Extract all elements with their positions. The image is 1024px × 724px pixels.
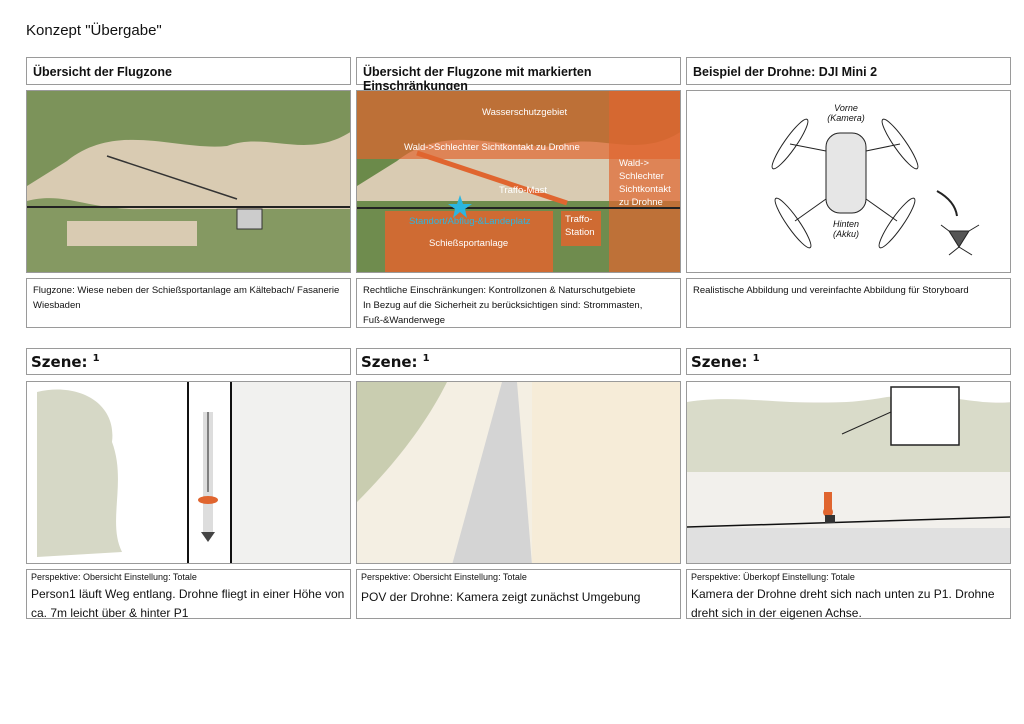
caption-line: In Bezug auf die Sicherheit zu berücksic… bbox=[363, 300, 643, 311]
scene-perspective: Perspektive: Obersicht Einstellung: Tota… bbox=[361, 572, 527, 582]
scene-perspective: Perspektive: Überkopf Einstellung: Total… bbox=[691, 572, 855, 582]
scene-header-2: Szene: 1 bbox=[356, 348, 681, 375]
header-drone-example: Beispiel der Drohne: DJI Mini 2 bbox=[686, 57, 1011, 85]
header-flight-zone: Übersicht der Flugzone bbox=[26, 57, 351, 85]
scene-label: Szene: bbox=[31, 353, 88, 371]
scene-2-sketch bbox=[356, 381, 681, 564]
label-traffo-station: Traffo- Station bbox=[565, 214, 595, 238]
scene-label: Szene: bbox=[361, 353, 418, 371]
caption-line: Rechtliche Einschränkungen: Kontrollzone… bbox=[363, 285, 636, 296]
flight-zone-map bbox=[26, 90, 351, 273]
header-flight-zone-restrictions: Übersicht der Flugzone mit markierten Ei… bbox=[356, 57, 681, 93]
drone-sketch: Vorne (Kamera) Hinten (Akku) bbox=[686, 90, 1011, 273]
scene-number: 1 bbox=[752, 353, 760, 364]
scene-label: Szene: bbox=[691, 353, 748, 371]
scene-number: 1 bbox=[422, 353, 430, 364]
scene-3-sketch bbox=[686, 381, 1011, 564]
label-front: Vorne (Kamera) bbox=[827, 103, 865, 123]
caption-flight-zone: Flugzone: Wiese neben der Schießsportanl… bbox=[26, 278, 351, 328]
scene-number: 1 bbox=[92, 353, 100, 364]
restrictions-map: Wasserschutzgebiet Wald->Schlechter Sich… bbox=[356, 90, 681, 273]
scene-3-caption: Perspektive: Überkopf Einstellung: Total… bbox=[686, 569, 1011, 620]
scene-description: Person1 läuft Weg entlang. Drohne fliegt… bbox=[31, 587, 345, 620]
scene-1-caption: Perspektive: Obersicht Einstellung: Tota… bbox=[26, 569, 351, 620]
scene-perspective: Perspektive: Obersicht Einstellung: Tota… bbox=[31, 572, 197, 582]
label-traffo-mast: Traffo-Mast bbox=[499, 185, 548, 196]
scene-description: POV der Drohne: Kamera zeigt zunächst Um… bbox=[361, 590, 641, 604]
label-takeoff: Standort/Abflug-&Landeplatz bbox=[409, 216, 531, 227]
label-forest-top: Wald->Schlechter Sichtkontakt zu Drohne bbox=[404, 142, 580, 153]
scene-header-3: Szene: 1 bbox=[686, 348, 1011, 375]
caption-restrictions: Rechtliche Einschränkungen: Kontrollzone… bbox=[356, 278, 681, 328]
label-shooting-range: Schießsportanlage bbox=[429, 238, 509, 249]
takeoff-star-icon bbox=[448, 195, 472, 218]
label-forest-right: Wald-> Schlechter Sichtkontakt zu Drohne bbox=[619, 158, 671, 208]
scene-description: Kamera der Drohne dreht sich nach unten … bbox=[691, 587, 995, 620]
label-water-protection: Wasserschutzgebiet bbox=[482, 107, 568, 118]
scene-1-sketch bbox=[26, 381, 351, 564]
caption-line: Fuß-&Wanderwege bbox=[363, 315, 446, 326]
scene-header-1: Szene: 1 bbox=[26, 348, 351, 375]
page-title: Konzept "Übergabe" bbox=[26, 22, 162, 39]
label-back: Hinten (Akku) bbox=[832, 219, 859, 239]
caption-drone: Realistische Abbildung und vereinfachte … bbox=[686, 278, 1011, 328]
scene-2-caption: Perspektive: Obersicht Einstellung: Tota… bbox=[356, 569, 681, 619]
